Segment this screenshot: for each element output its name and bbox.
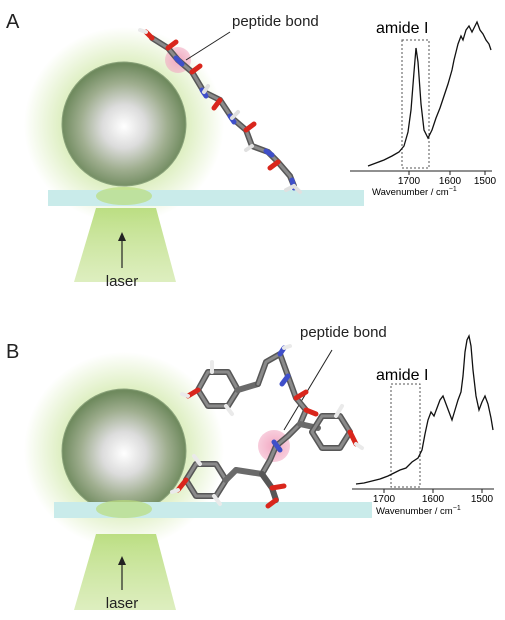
amide-band-label: amide I	[376, 20, 428, 37]
tick-label: 1600	[422, 494, 445, 505]
tick-label: 1500	[471, 494, 494, 505]
tick-label: 1700	[398, 176, 421, 187]
spectrum-b: 1700 1600 1500 Wavenumber / cm−1 amide I	[352, 334, 494, 517]
laser-beam	[74, 208, 176, 282]
tick-label: 1500	[474, 176, 497, 187]
hot-spot	[96, 500, 152, 518]
callout-line	[185, 31, 231, 61]
axis-label-text: Wavenumber / cm	[376, 506, 453, 517]
panel-letter: A	[6, 11, 20, 33]
axis-label: Wavenumber / cm−1	[376, 505, 461, 517]
axis-label-sup: −1	[453, 505, 461, 512]
peptide-molecule	[170, 344, 364, 509]
spectrum-trace	[367, 20, 492, 167]
laser-label: laser	[106, 273, 139, 290]
tick-label: 1600	[439, 176, 462, 187]
panel-b: B laser peptide bond	[6, 324, 494, 612]
laser-arrow	[118, 556, 126, 590]
spectrum-axis	[350, 170, 492, 175]
laser-label: laser	[106, 595, 139, 612]
metal-nanoparticle	[61, 388, 187, 514]
spectrum-axis	[352, 488, 494, 493]
callout-label: peptide bond	[300, 324, 387, 341]
amide-band-label: amide I	[376, 367, 428, 384]
panel-a: A laser peptide bond	[6, 11, 497, 290]
axis-label-text: Wavenumber / cm	[372, 187, 449, 198]
amide-band-box	[390, 383, 421, 488]
amide-band-box	[401, 39, 430, 169]
panel-letter: B	[6, 341, 19, 363]
metal-nanoparticle	[61, 61, 187, 187]
tick-label: 1700	[373, 494, 396, 505]
laser-beam	[74, 534, 176, 610]
substrate	[48, 190, 364, 206]
laser-arrow	[118, 232, 126, 268]
spectrum-trace	[355, 334, 494, 485]
callout-label: peptide bond	[232, 13, 319, 30]
hot-spot	[96, 187, 152, 205]
axis-label: Wavenumber / cm−1	[372, 186, 457, 198]
spectrum-a: 1700 1600 1500 Wavenumber / cm−1 amide I	[350, 20, 497, 198]
callout-line	[283, 349, 333, 431]
axis-label-sup: −1	[449, 186, 457, 193]
peptide-chain	[138, 28, 302, 194]
